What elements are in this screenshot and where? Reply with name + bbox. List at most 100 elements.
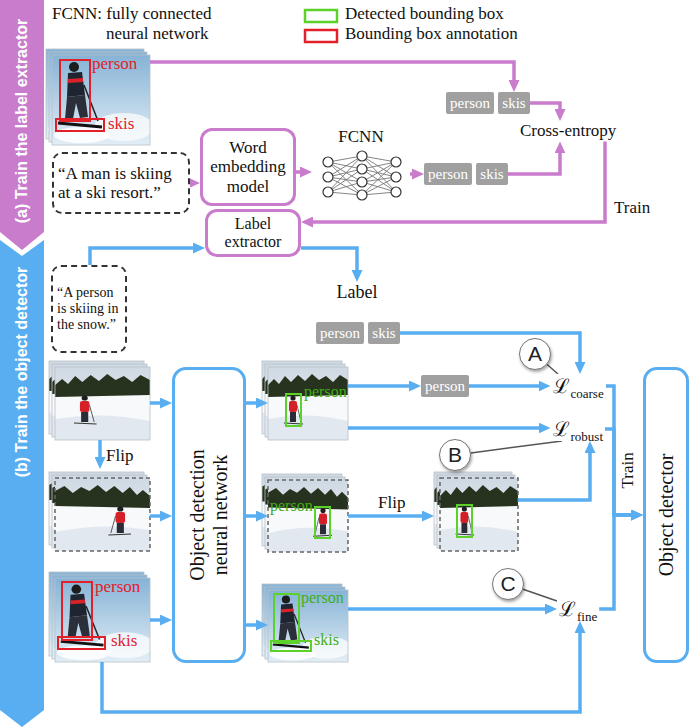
edge-label: Train <box>612 199 652 218</box>
connector <box>348 426 546 430</box>
connector <box>410 172 419 176</box>
node-text: ℒ <box>553 374 570 398</box>
connector <box>605 429 638 515</box>
label-chip: person <box>316 322 364 344</box>
image-node: personskis <box>52 55 150 145</box>
photo-detected <box>262 361 348 440</box>
process-box: Word embedding model <box>200 128 296 206</box>
text-node: Cross-entropy <box>517 121 619 141</box>
node-text: person <box>425 378 465 394</box>
connector <box>246 623 263 627</box>
connector <box>599 515 638 609</box>
photo-flipped-detected <box>262 474 348 552</box>
loss-term: ℒcoarse <box>551 374 606 398</box>
photo-annotated-top <box>46 49 154 145</box>
node-text: coarse <box>571 386 604 401</box>
connector <box>348 384 416 388</box>
node-text: skis <box>108 115 134 132</box>
label-chip: skis <box>476 163 508 185</box>
node-text: person <box>304 384 347 400</box>
photo-flipped-input <box>49 472 150 551</box>
node-text: skis <box>502 95 525 111</box>
connector <box>469 384 546 388</box>
label-chip: person <box>424 163 472 185</box>
node-text: (a) Train the label extractor <box>13 6 31 236</box>
node-text: fine <box>577 609 597 624</box>
callout-circle: C <box>492 568 524 600</box>
node-text: person <box>450 95 490 111</box>
node-text: person <box>428 166 468 182</box>
node-text: A <box>528 342 542 366</box>
section-band: (b) Train the object detector <box>0 240 44 727</box>
node-text: FCNN <box>312 128 410 147</box>
label-chip: person <box>446 92 494 114</box>
connector <box>306 141 605 222</box>
connector <box>150 62 514 87</box>
photo-input <box>49 361 150 440</box>
photo-detected-bottom <box>262 584 351 662</box>
node-text: person <box>320 325 360 341</box>
connector <box>523 589 557 601</box>
legend-swatch <box>305 10 337 42</box>
node-text: robust <box>571 429 604 444</box>
node-text: Label <box>337 282 378 302</box>
node-text: skis <box>314 632 339 648</box>
image-node: person <box>268 480 348 552</box>
module-box: Object detection neural network <box>172 367 246 663</box>
connector <box>90 248 200 265</box>
section-band: (a) Train the label extractor <box>0 0 44 250</box>
node-text: “A man is skiing at a ski resort.” <box>58 164 184 202</box>
connector <box>547 365 558 375</box>
loss-term: ℒfine <box>557 597 599 621</box>
note-text: FCNN: fully connected neural network <box>52 4 252 43</box>
node-text: Word embedding model <box>209 138 287 195</box>
connector <box>190 181 195 185</box>
node-text: person <box>95 578 140 595</box>
photo-flipped-back <box>434 472 518 551</box>
legend-text: Detected bounding box <box>345 4 504 24</box>
connector <box>246 401 263 405</box>
label-chip: person <box>421 375 469 397</box>
connector <box>301 248 357 277</box>
node-text: Label extractor <box>214 215 292 251</box>
node-text: skis <box>111 632 137 649</box>
connector <box>348 607 552 611</box>
connector <box>296 170 307 174</box>
edge-label: Train <box>619 450 638 490</box>
node-text: ℒ <box>553 417 570 441</box>
flip-label: Flip <box>106 446 133 466</box>
node-text: C <box>500 572 515 596</box>
band-shape <box>0 0 44 250</box>
connector <box>606 386 638 515</box>
legend-text: Bounding box annotation <box>345 24 518 44</box>
connector <box>471 441 562 453</box>
process-box: “A man is skiing at a ski resort.” <box>52 152 190 214</box>
image-node: person <box>268 367 348 440</box>
node-text: (b) Train the object detector <box>13 252 31 492</box>
node-text: skis <box>480 166 503 182</box>
node-text: ℒ <box>559 597 576 621</box>
connector <box>246 514 263 518</box>
node-text: Cross-entropy <box>520 121 616 140</box>
network-node: FCNN <box>312 128 410 208</box>
band-shape <box>0 240 44 727</box>
connector <box>530 103 560 116</box>
node-text: person <box>270 498 313 514</box>
photo-annotated-bottom <box>49 572 154 662</box>
callout-circle: B <box>439 439 471 471</box>
label-chip: skis <box>498 92 530 114</box>
node-text: Object detector <box>655 385 678 645</box>
text-node: Label <box>334 282 381 304</box>
network-icon <box>323 151 401 200</box>
connector <box>400 333 580 369</box>
connector <box>508 146 560 174</box>
node-text: “A person is skiing in the snow.” <box>57 285 121 332</box>
callout-circle: A <box>519 338 551 370</box>
node-text: Object detection neural network <box>186 428 232 603</box>
node-text: skis <box>372 325 395 341</box>
node-text: person <box>301 590 344 606</box>
image-node: person skis <box>268 590 348 662</box>
label-chip: skis <box>368 322 400 344</box>
flip-label: Flip <box>378 493 405 513</box>
